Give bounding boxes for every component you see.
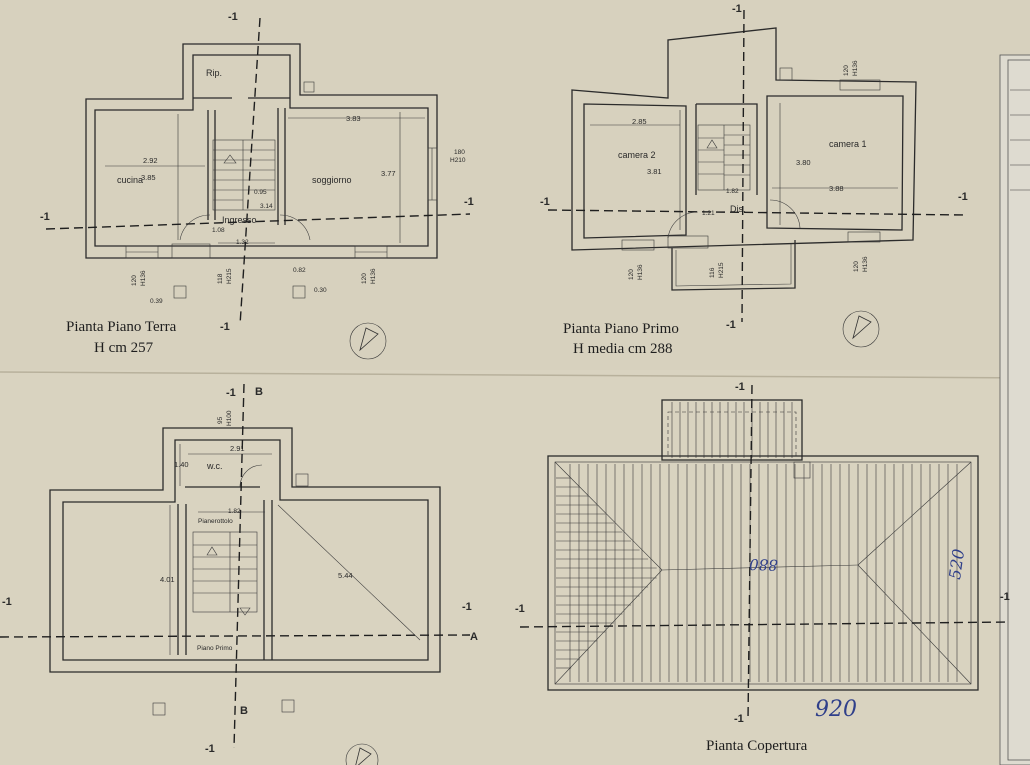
dimension-label: 1.40	[174, 460, 189, 469]
section-label: A	[470, 631, 478, 643]
svg-text:-1: -1	[205, 743, 215, 755]
opening-label: H215	[226, 268, 233, 284]
dimension-label: 3.83	[346, 114, 361, 123]
room-label: cucina	[117, 175, 143, 185]
room-label: Piano Primo	[197, 645, 233, 652]
svg-text:-1: -1	[734, 713, 744, 725]
dimension-label: 0.30	[314, 287, 327, 294]
opening-label: 120	[361, 273, 368, 284]
north-arrow-icon	[842, 310, 880, 348]
plan-roof: -1 -1 -1 -1 880 520 920 Pianta Copertura	[515, 381, 1011, 754]
svg-text:-1: -1	[515, 603, 525, 615]
dimension-label: 1.82	[228, 508, 241, 515]
plan-caption-height: H cm 257	[94, 340, 154, 356]
svg-text:-1: -1	[40, 211, 50, 223]
dimension-label: 1.82	[726, 188, 739, 195]
opening-label: 120	[843, 65, 850, 76]
plan-caption: Pianta Copertura	[706, 738, 808, 754]
title-block-edge	[999, 54, 1030, 765]
north-arrow-icon	[345, 743, 379, 765]
room-label: Ingresso	[222, 215, 257, 225]
handwritten-note: 920	[815, 697, 857, 722]
opening-label: 116	[709, 267, 716, 278]
dimension-label: 3.77	[381, 169, 396, 178]
paper-fold	[0, 371, 1030, 379]
section-label: B	[255, 386, 263, 398]
opening-label: H210	[450, 157, 466, 164]
dimension-label: 3.85	[141, 173, 156, 182]
svg-text:-1: -1	[462, 601, 472, 613]
dimension-label: 2.92	[143, 156, 158, 165]
dimension-label: 1.08	[212, 227, 225, 234]
plan-caption-height: H media cm 288	[573, 341, 673, 357]
dimension-label: 2.91	[230, 444, 245, 453]
opening-label: H136	[852, 60, 859, 76]
dimension-label: 1.21	[702, 210, 715, 217]
room-label: Rip.	[206, 68, 222, 78]
room-label: Pianerottolo	[198, 518, 233, 525]
dimension-label: 4.01	[160, 575, 175, 584]
svg-text:-1: -1	[226, 387, 236, 399]
dimension-label: 5.44	[338, 571, 353, 580]
dimension-label: 0.82	[293, 267, 306, 274]
svg-text:-1: -1	[958, 191, 968, 203]
opening-label: 118	[217, 273, 224, 284]
opening-label: 95	[217, 416, 224, 424]
room-label: camera 2	[618, 150, 656, 160]
opening-label: H136	[140, 270, 147, 286]
plan-caption: Pianta Piano Primo	[563, 321, 679, 337]
dimension-label: 3.14	[260, 203, 273, 210]
dimension-label: 1.32	[236, 239, 249, 246]
north-arrow-icon	[349, 322, 387, 360]
dimension-label: 0.95	[254, 189, 267, 196]
opening-label: 120	[628, 269, 635, 280]
dimension-label: 3.80	[796, 158, 811, 167]
room-label: camera 1	[829, 139, 867, 149]
opening-label: H136	[862, 256, 869, 272]
handwritten-note: 520	[945, 548, 968, 581]
dimension-label: 0.39	[150, 298, 163, 305]
room-label: w.c.	[206, 461, 223, 471]
section-label: B	[240, 705, 248, 717]
plan-upper-floor: 2.91 1.40 w.c. 1.82 Pianerottolo Piano P…	[0, 383, 478, 765]
svg-text:-1: -1	[1000, 591, 1010, 603]
svg-text:-1: -1	[540, 196, 550, 208]
svg-text:-1: -1	[726, 319, 736, 331]
opening-label: H100	[226, 410, 233, 426]
dimension-label: 3.88	[829, 184, 844, 193]
plan-caption: Pianta Piano Terra	[66, 319, 177, 335]
svg-text:-1: -1	[464, 196, 474, 208]
svg-text:-1: -1	[228, 11, 238, 23]
opening-label: H136	[637, 264, 644, 280]
opening-label: 180	[454, 149, 465, 156]
svg-text:-1: -1	[2, 596, 12, 608]
dimension-label: 2.85	[632, 117, 647, 126]
opening-label: 120	[131, 275, 138, 286]
room-label: soggiorno	[312, 175, 352, 185]
room-label: Dis.	[730, 204, 746, 214]
plan-first-floor: camera 2 camera 1 Dis. 2.85 3.81 3.80 3.…	[540, 3, 968, 357]
svg-text:-1: -1	[735, 381, 745, 393]
plan-ground-floor: Rip. cucina soggiorno Ingresso 2.92 3.85…	[40, 11, 474, 360]
dimension-label: 3.81	[647, 167, 662, 176]
opening-label: 120	[853, 261, 860, 272]
opening-label: H136	[370, 268, 377, 284]
svg-text:-1: -1	[220, 321, 230, 333]
opening-label: H215	[718, 262, 725, 278]
svg-text:-1: -1	[732, 3, 742, 15]
handwritten-note: 880	[748, 555, 778, 574]
